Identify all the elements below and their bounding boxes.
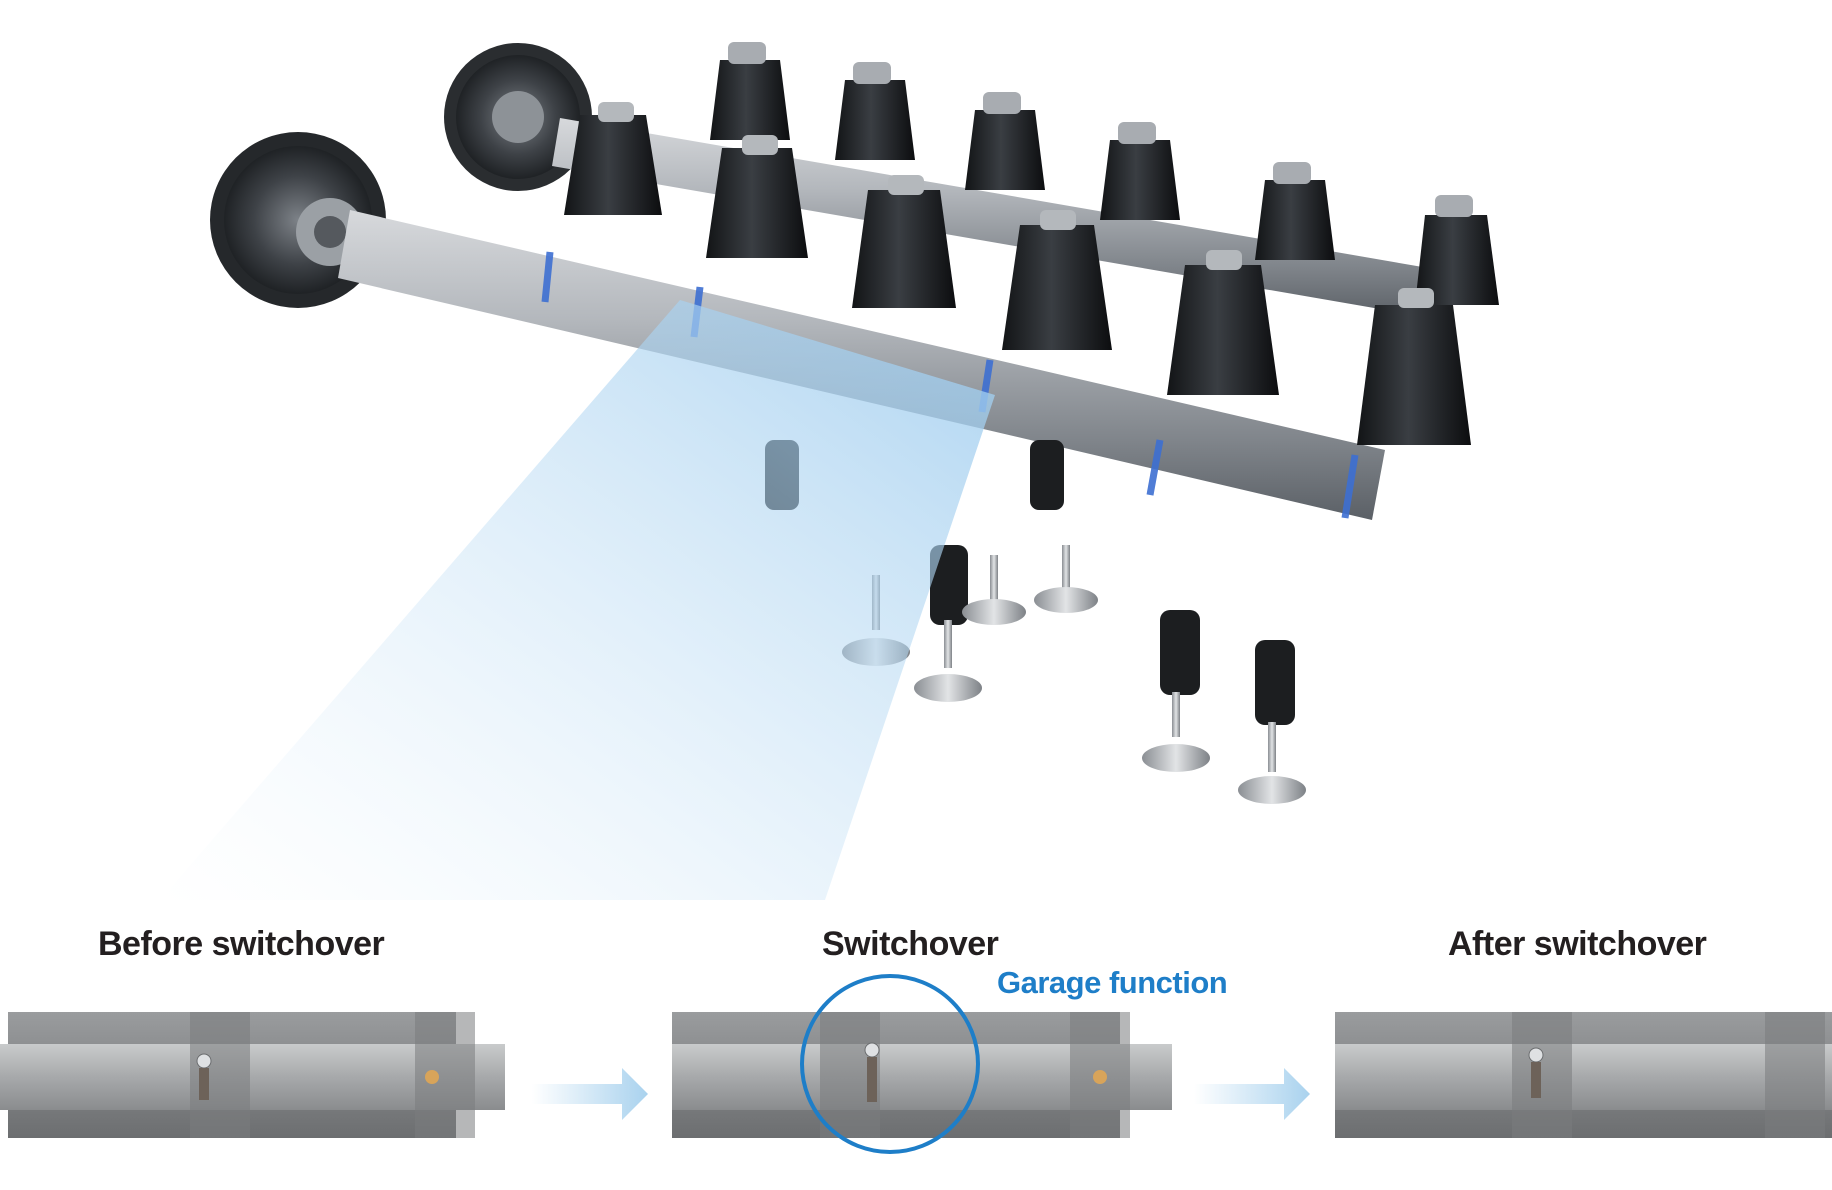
garage-function-highlight-ring [800,974,980,1154]
front-actuator-row [564,102,1471,445]
camshaft-assembly-illustration [160,42,1499,900]
label-before-switchover: Before switchover [98,925,385,963]
arrow-before-to-switchover [532,1068,648,1120]
cross-section-switchover [672,1012,1172,1138]
label-switchover: Switchover [822,925,999,963]
cross-section-before [0,1012,505,1138]
label-garage-function: Garage function [997,965,1228,1000]
label-after-switchover: After switchover [1448,925,1707,963]
cross-section-after [1335,1012,1832,1138]
rear-camshaft-sprocket [444,43,592,191]
zoom-light-beam [160,300,995,900]
rear-actuator-row [710,42,1499,305]
arrow-switchover-to-after [1194,1068,1310,1120]
